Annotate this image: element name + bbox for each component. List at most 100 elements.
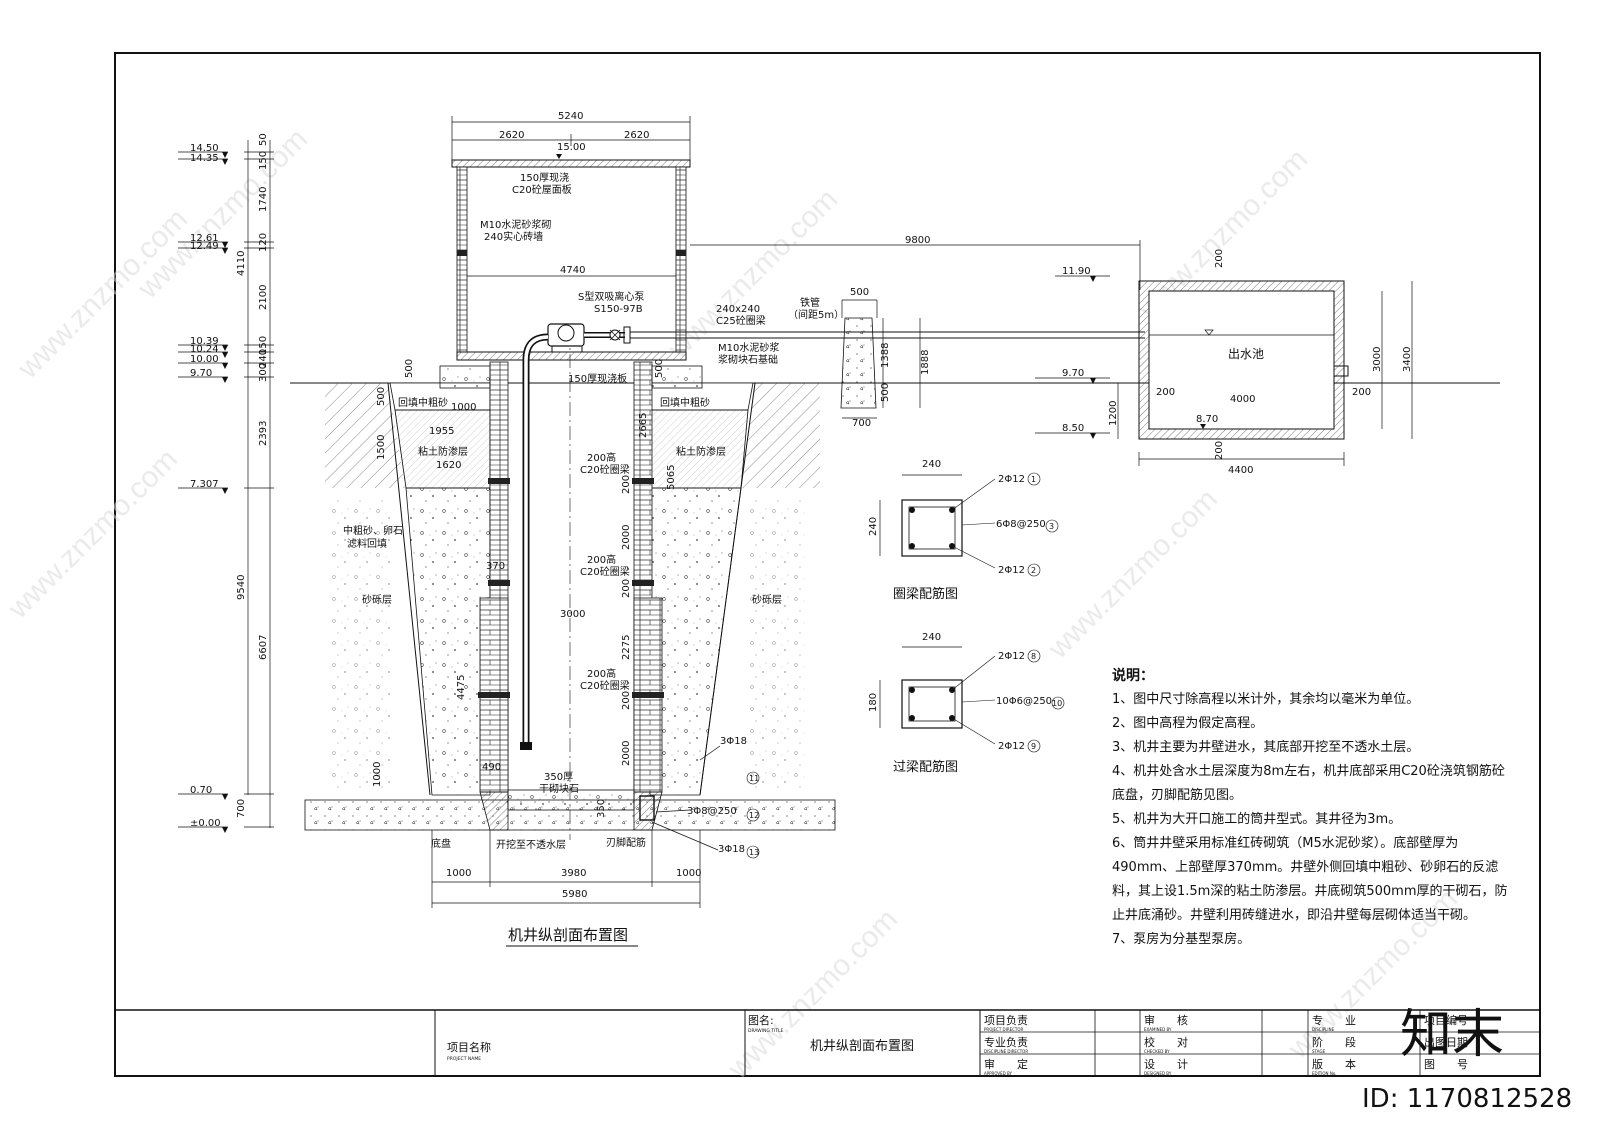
svg-text:C20砼圈梁: C20砼圈梁 — [580, 565, 630, 578]
svg-text:砂砾层: 砂砾层 — [362, 593, 392, 606]
well-walls — [439, 330, 703, 840]
svg-text:150厚现浇: 150厚现浇 — [520, 171, 569, 184]
svg-text:粘土防渗层: 粘土防渗层 — [418, 445, 468, 458]
note-line: 490mm、上部壁厚370mm。井壁外侧回填中粗砂、砂卵石的反滤 — [1112, 860, 1499, 875]
svg-text:9: 9 — [1031, 742, 1036, 751]
svg-text:干砌块石: 干砌块石 — [539, 783, 579, 795]
elev-label: 14.35 — [190, 153, 219, 164]
svg-text:铁管: 铁管 — [800, 296, 820, 309]
svg-text:CHECKED BY: CHECKED BY — [1144, 1049, 1170, 1054]
brand-logo: 知末 ID: 1170812528 — [1362, 1005, 1572, 1114]
svg-text:150厚现浇板: 150厚现浇板 — [568, 372, 627, 385]
title-block — [115, 1009, 1540, 1076]
svg-text:开挖至不透水层: 开挖至不透水层 — [496, 838, 566, 851]
svg-text:审 核: 审 核 — [1144, 1013, 1188, 1027]
svg-text:项目负责: 项目负责 — [984, 1013, 1028, 1027]
dim-9800: 9800 — [905, 235, 930, 246]
svg-text:DESIGNED BY: DESIGNED BY — [1144, 1071, 1172, 1076]
svg-text:EXAMINED BY: EXAMINED BY — [1144, 1027, 1172, 1032]
svg-text:240: 240 — [922, 632, 941, 643]
svg-text:8: 8 — [1031, 652, 1036, 661]
svg-text:5240: 5240 — [558, 111, 583, 122]
svg-text:1500: 1500 — [376, 435, 387, 460]
svg-text:M10水泥砂浆砌: M10水泥砂浆砌 — [480, 218, 551, 231]
svg-text:4000: 4000 — [1230, 394, 1255, 405]
svg-text:2393: 2393 — [258, 421, 269, 446]
svg-text:8.50: 8.50 — [1062, 423, 1084, 434]
svg-text:4740: 4740 — [560, 265, 585, 276]
svg-text:2620: 2620 — [624, 130, 649, 141]
svg-text:项目编号: 项目编号 — [1424, 1013, 1468, 1027]
note-line: 6、筒井井壁采用标准红砖砌筑（M5水泥砂浆）。底部壁厚为 — [1112, 836, 1459, 851]
svg-text:4475: 4475 — [456, 675, 467, 700]
drawing-frame — [114, 52, 1541, 1077]
svg-text:370: 370 — [486, 561, 505, 572]
svg-text:DISCIPLINE: DISCIPLINE — [1312, 1027, 1335, 1032]
svg-text:500: 500 — [376, 387, 387, 406]
svg-text:PROJECT DIRECTOR: PROJECT DIRECTOR — [984, 1027, 1024, 1032]
svg-text:240: 240 — [922, 459, 941, 470]
elev-label: 10.24 — [190, 344, 219, 355]
svg-text:1388: 1388 — [880, 343, 891, 368]
svg-text:www.znzmo.com: www.znzmo.com — [721, 902, 904, 1085]
svg-text:500: 500 — [850, 287, 869, 298]
left-dimension-column: 14.50 14.35 12.61 12.49 10.39 10.24 10.0… — [178, 133, 274, 833]
note-line: 止井底涌砂。井壁利用砖缝进水，即沿井壁每层砌体适当干砌。 — [1112, 908, 1477, 923]
svg-text:3000: 3000 — [560, 609, 585, 620]
svg-text:专业负责: 专业负责 — [984, 1035, 1028, 1049]
svg-text:1000: 1000 — [372, 762, 383, 787]
svg-text:200: 200 — [1156, 387, 1175, 398]
svg-text:M10水泥砂浆: M10水泥砂浆 — [718, 341, 779, 354]
notes-title: 说明： — [1112, 668, 1154, 684]
svg-text:12: 12 — [749, 811, 759, 820]
svg-text:PROJECT NAME: PROJECT NAME — [447, 1056, 481, 1062]
svg-text:10Φ6@250: 10Φ6@250 — [996, 696, 1052, 707]
svg-text:200: 200 — [1214, 249, 1225, 268]
svg-text:滤料回填: 滤料回填 — [347, 537, 387, 550]
svg-text:S150-97B: S150-97B — [594, 304, 643, 315]
svg-text:EDITION No.: EDITION No. — [1312, 1071, 1336, 1076]
svg-text:350厚: 350厚 — [544, 771, 573, 783]
svg-text:图 号: 图 号 — [1424, 1058, 1468, 1071]
callout-numbers: 11 12 13 — [749, 774, 759, 857]
elev-label: 10.00 — [190, 354, 219, 365]
svg-text:200: 200 — [1352, 387, 1371, 398]
svg-text:浆砌块石基础: 浆砌块石基础 — [718, 353, 778, 366]
svg-text:S型双吸离心泵: S型双吸离心泵 — [578, 290, 644, 303]
svg-text:200: 200 — [621, 579, 632, 598]
svg-text:出水池: 出水池 — [1228, 347, 1264, 361]
svg-text:DRAWING TITLE: DRAWING TITLE — [748, 1028, 784, 1034]
svg-text:DISCIPLINE DIRECTOR: DISCIPLINE DIRECTOR — [984, 1049, 1028, 1054]
svg-text:5065: 5065 — [666, 465, 677, 490]
svg-text:120: 120 — [258, 233, 269, 252]
bottom-dims — [431, 745, 721, 908]
svg-text:3: 3 — [1049, 522, 1054, 531]
svg-text:200: 200 — [621, 691, 632, 710]
svg-text:300: 300 — [258, 363, 269, 382]
note-line: 7、泵房为分基型泵房。 — [1112, 932, 1251, 947]
svg-text:过梁配筋图: 过梁配筋图 — [893, 759, 958, 775]
elev-label: 7.307 — [190, 479, 219, 490]
svg-text:4110: 4110 — [236, 251, 247, 276]
well-section-text: 500 500 回填中粗砂 1000 500 1955 1500 粘土防渗层 1… — [343, 359, 782, 900]
svg-text:4400: 4400 — [1228, 465, 1253, 476]
pump-house-text: 5240 2620 2620 15.00 150厚现浇 C20砼屋面板 M10水… — [480, 111, 931, 429]
note-line: 料，其上设1.5m深的粘土防渗层。井底砌筑500mm厚的干砌石，防 — [1112, 884, 1508, 899]
ring-beam-text: 240 240 2Φ12 6Φ8@250 2Φ12 1 3 2 圈梁配筋图 — [868, 459, 1054, 602]
svg-text:www.znzmo.com: www.znzmo.com — [11, 202, 194, 385]
svg-text:底盘: 底盘 — [431, 837, 451, 850]
svg-text:2100: 2100 — [258, 285, 269, 310]
note-line: 5、机井为大开口施工的筒井型式。其井径为3m。 — [1112, 812, 1402, 827]
svg-text:1000: 1000 — [446, 868, 471, 879]
svg-text:700: 700 — [236, 799, 247, 818]
svg-text:240x240: 240x240 — [716, 304, 760, 315]
svg-text:50: 50 — [258, 133, 269, 146]
svg-text:圈梁配筋图: 圈梁配筋图 — [893, 586, 958, 602]
svg-text:6Φ8@250: 6Φ8@250 — [996, 519, 1046, 530]
svg-text:700: 700 — [852, 418, 871, 429]
elev-label: 10.39 — [190, 336, 219, 347]
svg-text:6607: 6607 — [258, 635, 269, 660]
svg-text:粘土防渗层: 粘土防渗层 — [676, 445, 726, 458]
svg-text:C20砼圈梁: C20砼圈梁 — [580, 679, 630, 692]
